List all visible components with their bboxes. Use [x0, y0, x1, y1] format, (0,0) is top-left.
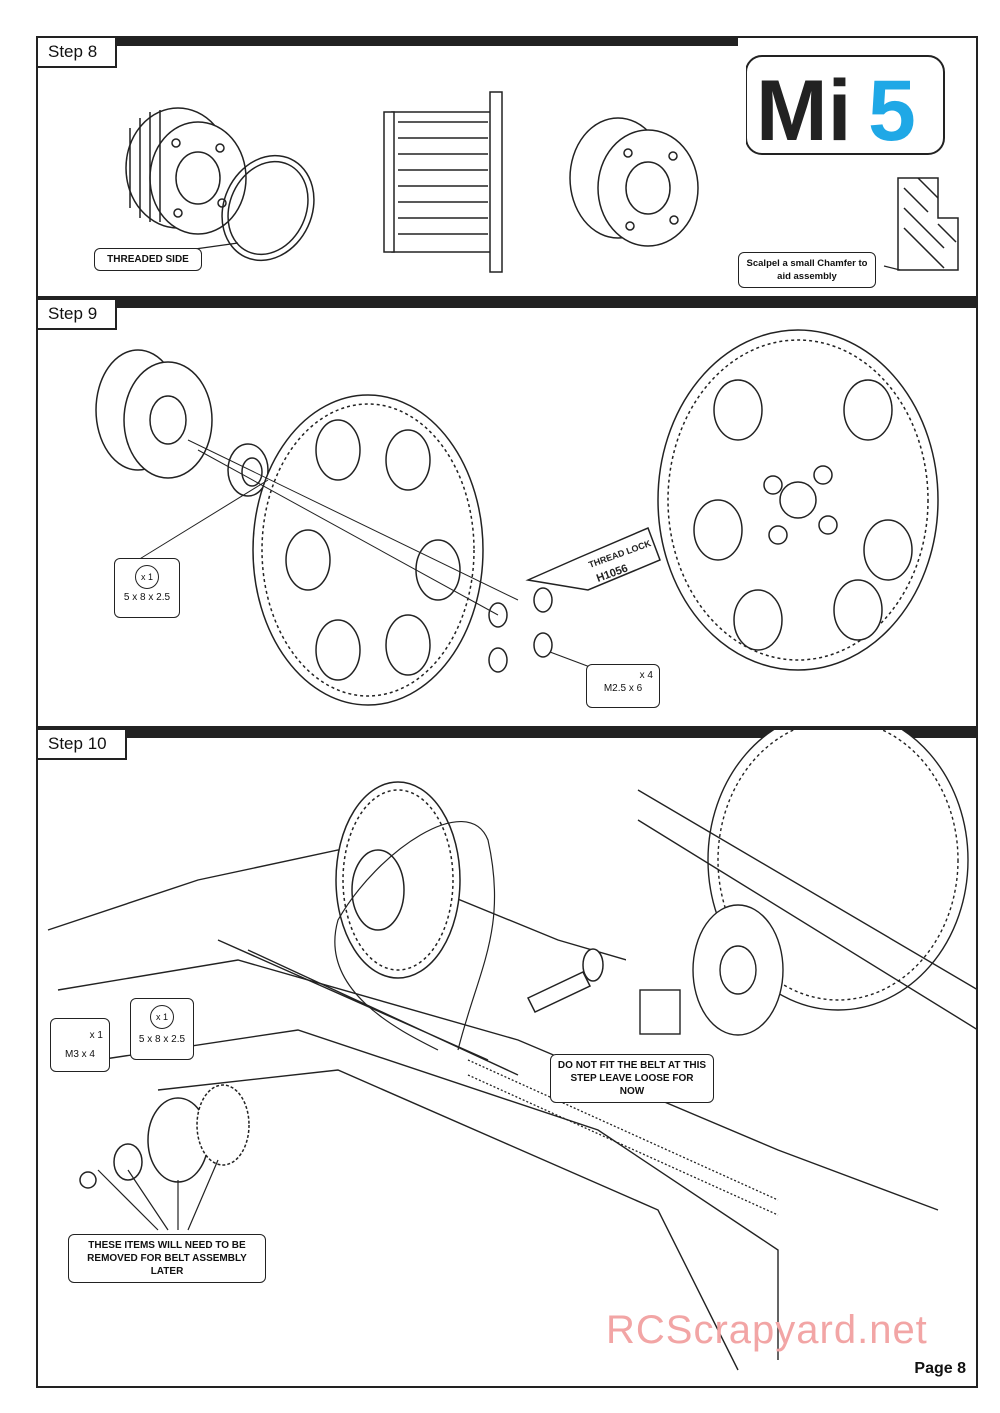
spur-gear-icon [335, 781, 461, 979]
screw-size-label: M3 x 4 [64, 1049, 95, 1060]
step-8-illustration [125, 91, 959, 273]
mi5-logo-graphic: Mi 5 [745, 55, 945, 159]
step-9-screw-callout: x 4 M2.5 x 6 [586, 664, 660, 708]
step-10-illustration [47, 730, 976, 1371]
chamfer-callout: Scalpel a small Chamfer to aid assembly [738, 252, 876, 288]
chamfer-section-icon [897, 177, 959, 271]
screw-size-label: M2.5 x 6 [603, 683, 643, 694]
bearing-size-label: 5 x 8 x 2.5 [123, 592, 171, 603]
pulley-side-icon [383, 91, 503, 273]
pulley-assembled-icon [569, 117, 699, 247]
screw-qty-label: x 1 [89, 1030, 103, 1041]
step-10-header-bar [38, 730, 976, 738]
spur-gear-assembled-icon [657, 329, 939, 671]
belt-note-callout: DO NOT FIT THE BELT AT THIS STEP LEAVE L… [550, 1054, 714, 1103]
step-9-panel: Step 9 THREA [36, 298, 978, 728]
screws-icon [488, 587, 553, 673]
spacer-ring-icon [221, 154, 315, 262]
logo-text-mi: Mi [756, 63, 852, 156]
belt-icon [467, 1059, 779, 1216]
bearing-stack-icon [79, 1084, 250, 1189]
step-10-title: Step 10 [38, 730, 127, 760]
screw-qty-label: x 4 [639, 670, 653, 681]
bearing-icon: x 1 [135, 565, 159, 589]
logo-text-5: 5 [868, 63, 916, 156]
step-9-bearing-callout: x 1 5 x 8 x 2.5 [114, 558, 180, 618]
thread-lock-tube-icon: THREAD LOCK H1056 [525, 527, 661, 591]
mi5-logo: Mi 5 [745, 54, 946, 159]
step-9-illustration: THREAD LOCK H1056 [95, 329, 939, 706]
step-10-screw-callout: x 1 M3 x 4 [50, 1018, 110, 1072]
step-9-title: Step 9 [38, 300, 118, 330]
watermark: RCScrapyard.net [606, 1308, 928, 1352]
pulley-icon [125, 107, 247, 235]
step-10-bearing-callout: x 1 5 x 8 x 2.5 [130, 998, 194, 1060]
step-8-title: Step 8 [38, 38, 118, 68]
step-9-header-bar [38, 300, 976, 308]
remove-items-callout: THESE ITEMS WILL NEED TO BE REMOVED FOR … [68, 1234, 266, 1283]
pulley-icon [95, 349, 213, 479]
shaft-icon [526, 948, 604, 1013]
spur-gear-icon [252, 394, 484, 706]
inset-detail-icon [626, 730, 976, 1080]
step-10-panel: Step 10 [36, 728, 978, 1388]
step-8-header-bar [38, 38, 738, 46]
page-number: Page 8 [914, 1360, 966, 1377]
bearing-size-label: 5 x 8 x 2.5 [138, 1034, 186, 1045]
bearing-icon: x 1 [150, 1005, 174, 1029]
threaded-side-callout: THREADED SIDE [94, 248, 202, 271]
